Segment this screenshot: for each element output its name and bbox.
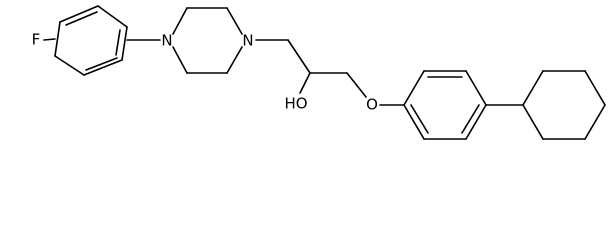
nitrogen-atom-label-right: N <box>242 32 253 50</box>
bond <box>226 46 243 74</box>
bond <box>403 104 425 140</box>
bond <box>226 7 243 35</box>
double-bond <box>85 57 118 71</box>
bond <box>522 70 544 106</box>
bond <box>172 7 188 35</box>
nitrogen-atom-label-left: N <box>161 32 172 50</box>
bond <box>346 72 367 98</box>
bond <box>83 59 123 76</box>
molecule-drawing: F N N HO O <box>32 5 606 140</box>
double-bond <box>410 104 429 134</box>
bond <box>97 5 128 28</box>
structure-diagram: F N N HO O <box>31 5 606 140</box>
bond <box>584 70 606 106</box>
bond <box>299 72 311 94</box>
bond <box>465 70 487 106</box>
bond <box>403 70 425 106</box>
double-bond <box>461 104 480 134</box>
bond <box>584 104 606 140</box>
cyclohexyl-ring <box>522 70 606 140</box>
bond <box>172 46 188 74</box>
fluorophenyl-ring <box>54 5 128 76</box>
bond <box>522 104 544 140</box>
double-bond <box>65 11 98 26</box>
bond <box>287 39 311 74</box>
bond <box>54 21 61 57</box>
phenyl-ring <box>403 70 487 140</box>
piperazine-ring <box>172 7 243 74</box>
bond <box>59 5 99 23</box>
ether-oxygen-label: O <box>366 96 378 114</box>
bond <box>465 104 487 140</box>
double-bond <box>115 29 121 56</box>
bond <box>54 55 85 76</box>
bond <box>121 26 128 61</box>
fluorine-atom-label: F <box>32 31 41 49</box>
hydroxyl-label: HO <box>284 95 307 113</box>
bond <box>43 38 56 41</box>
